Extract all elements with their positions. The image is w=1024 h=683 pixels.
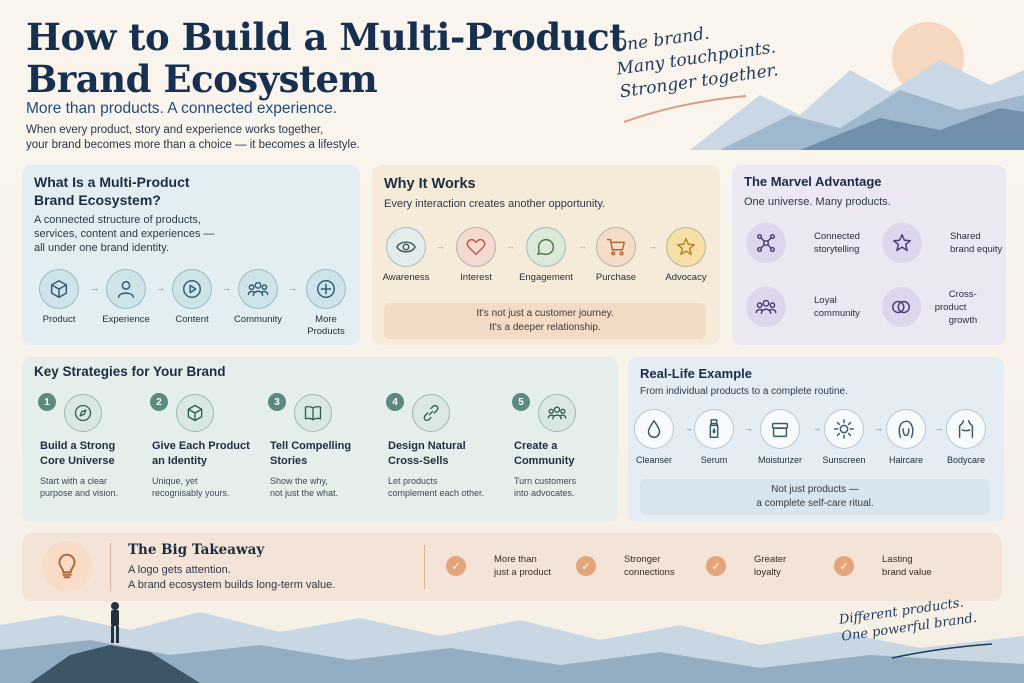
heart-icon xyxy=(456,227,496,267)
cart-icon xyxy=(596,227,636,267)
arrow-icon: → xyxy=(156,283,165,293)
ecosystem-step: Product xyxy=(21,269,97,326)
card-title: Why It Works xyxy=(384,176,476,192)
card-big-takeaway: The Big Takeaway A logo gets attention.A… xyxy=(22,533,1002,601)
arrow-icon: → xyxy=(222,283,231,293)
intro-text: When every product, story and experience… xyxy=(26,124,360,151)
play-icon xyxy=(172,269,212,309)
sun-icon xyxy=(824,409,864,449)
tagline-underline xyxy=(623,95,747,123)
arrow-icon: → xyxy=(506,241,515,251)
star-icon xyxy=(882,223,922,263)
arrow-icon: → xyxy=(744,423,753,433)
card-title: The Marvel Advantage xyxy=(744,174,882,189)
hair-icon xyxy=(886,409,926,449)
check-icon: ✓ xyxy=(446,556,466,576)
eye-icon xyxy=(386,227,426,267)
check-icon: ✓ xyxy=(834,556,854,576)
routine-step: Haircare xyxy=(876,409,936,466)
journey-step: Purchase xyxy=(578,227,654,284)
arrow-icon: → xyxy=(684,423,693,433)
arrow-icon: → xyxy=(288,283,297,293)
book-icon xyxy=(294,394,332,432)
routine-note: Not just products —a complete self-care … xyxy=(640,479,990,515)
user-icon xyxy=(106,269,146,309)
link-icon xyxy=(412,394,450,432)
jar-icon xyxy=(760,409,800,449)
card-title: Real-Life Example xyxy=(640,366,752,381)
journey-step: Awareness xyxy=(368,227,444,284)
cube-icon xyxy=(39,269,79,309)
divider xyxy=(110,543,111,591)
divider xyxy=(424,545,425,589)
lightbulb-icon xyxy=(42,541,92,591)
hiker-figure xyxy=(111,602,119,643)
group-icon xyxy=(538,394,576,432)
arrow-icon: → xyxy=(578,241,587,251)
card-subtitle: Every interaction creates another opport… xyxy=(384,198,606,210)
ecosystem-step: Experience xyxy=(88,269,164,326)
card-subtitle: One universe. Many products. xyxy=(744,196,891,208)
arrow-icon: → xyxy=(934,423,943,433)
routine-step: Sunscreen xyxy=(814,409,874,466)
journey-step: Interest xyxy=(438,227,514,284)
plus-icon xyxy=(306,269,346,309)
check-icon: ✓ xyxy=(706,556,726,576)
card-subtitle: From individual products to a complete r… xyxy=(640,386,848,397)
arrow-icon: → xyxy=(874,423,883,433)
star-icon xyxy=(666,227,706,267)
group-icon xyxy=(238,269,278,309)
ecosystem-step: Community xyxy=(220,269,296,326)
drop-icon xyxy=(634,409,674,449)
page-subtitle: More than products. A connected experien… xyxy=(26,100,338,117)
check-icon: ✓ xyxy=(576,556,596,576)
card-marvel-advantage: The Marvel Advantage One universe. Many … xyxy=(732,165,1006,345)
card-real-life-example: Real-Life Example From individual produc… xyxy=(628,357,1004,522)
ecosystem-step: Content xyxy=(154,269,230,326)
card-title: The Big Takeaway xyxy=(128,542,265,558)
rings-icon xyxy=(882,287,921,327)
routine-step: Serum xyxy=(684,409,744,466)
takeaway-text: A logo gets attention.A brand ecosystem … xyxy=(128,564,336,591)
footer-tagline-underline xyxy=(891,643,993,659)
card-title: Key Strategies for Your Brand xyxy=(34,364,226,379)
cube-icon xyxy=(176,394,214,432)
arrow-icon: → xyxy=(436,241,445,251)
routine-step: Bodycare xyxy=(936,409,996,466)
card-why-it-works: Why It Works Every interaction creates a… xyxy=(372,165,720,345)
journey-step: Engagement xyxy=(508,227,584,284)
chat-icon xyxy=(526,227,566,267)
bottle-icon xyxy=(694,409,734,449)
network-icon xyxy=(746,223,786,263)
arrow-icon: → xyxy=(90,283,99,293)
journey-step: Advocacy xyxy=(648,227,724,284)
routine-step: Cleanser xyxy=(624,409,684,466)
arrow-icon: → xyxy=(648,241,657,251)
routine-step: Moisturizer xyxy=(750,409,810,466)
compass-icon xyxy=(64,394,102,432)
group-icon xyxy=(746,287,786,327)
arrow-icon: → xyxy=(812,423,821,433)
journey-note: It's not just a customer journey.It's a … xyxy=(384,303,706,339)
body-icon xyxy=(946,409,986,449)
card-description: A connected structure of products,servic… xyxy=(34,214,215,254)
card-key-strategies: Key Strategies for Your Brand xyxy=(22,357,618,522)
